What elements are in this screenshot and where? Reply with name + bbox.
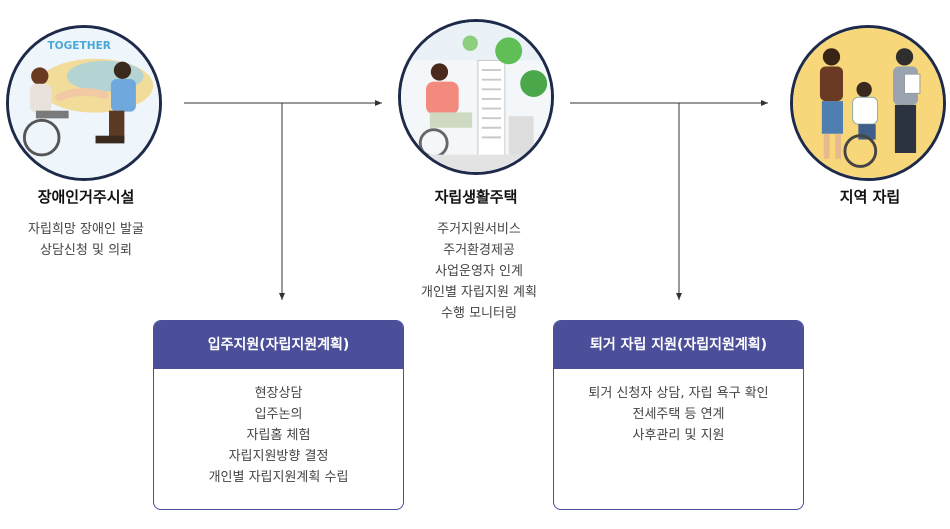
stage2-item: 사업운영자 인계 <box>435 264 523 279</box>
stage1-illustration: TOGETHER <box>6 25 162 181</box>
stage2-item: 수행 모니터링 <box>441 306 517 321</box>
stage1-description: 자립희망 장애인 발굴 상담신청 및 의뢰 <box>0 219 196 261</box>
stage1-title: 장애인거주시설 <box>37 188 135 206</box>
stage1-item: 자립희망 장애인 발굴 <box>28 222 144 237</box>
move-in-item: 자립홈 체험 <box>246 428 311 443</box>
stage1-item: 상담신청 및 의뢰 <box>40 243 132 258</box>
stage3-title: 지역 자립 <box>839 188 901 206</box>
move-out-item: 퇴거 신청자 상담, 자립 욕구 확인 <box>588 386 769 401</box>
move-in-item: 입주논의 <box>254 407 303 422</box>
stage2-illustration <box>398 19 554 175</box>
move-out-item: 전세주택 등 연계 <box>632 407 725 422</box>
move-in-support-title: 입주지원(자립지원계획) <box>154 321 403 369</box>
move-out-support-box: 퇴거 자립 지원(자립지원계획) 퇴거 신청자 상담, 자립 욕구 확인 전세주… <box>553 320 804 510</box>
move-in-item: 자립지원방향 결정 <box>228 449 329 464</box>
housing-illustration <box>401 22 551 172</box>
stage2-description: 주거지원서비스 주거환경제공 사업운영자 인계 개인별 자립지원 계획 수행 모… <box>369 219 589 324</box>
move-out-support-title: 퇴거 자립 지원(자립지원계획) <box>554 321 803 369</box>
stage2-item: 개인별 자립지원 계획 <box>421 285 537 300</box>
stage3-illustration <box>790 25 946 181</box>
stage2-item: 주거지원서비스 <box>437 222 521 237</box>
move-out-item: 사후관리 및 지원 <box>632 428 725 443</box>
stage2-item: 주거환경제공 <box>443 243 515 258</box>
move-in-support-box: 입주지원(자립지원계획) 현장상담 입주논의 자립홈 체험 자립지원방향 결정 … <box>153 320 404 510</box>
handshake-illustration: TOGETHER <box>9 28 159 178</box>
move-in-support-list: 현장상담 입주논의 자립홈 체험 자립지원방향 결정 개인별 자립지원계획 수립 <box>154 369 403 488</box>
move-in-item: 개인별 자립지원계획 수립 <box>208 470 349 485</box>
community-illustration <box>793 28 943 178</box>
move-out-support-list: 퇴거 신청자 상담, 자립 욕구 확인 전세주택 등 연계 사후관리 및 지원 <box>554 369 803 446</box>
stage2-title: 자립생활주택 <box>434 188 518 206</box>
move-in-item: 현장상담 <box>254 386 303 401</box>
together-banner-text: TOGETHER <box>47 40 110 52</box>
